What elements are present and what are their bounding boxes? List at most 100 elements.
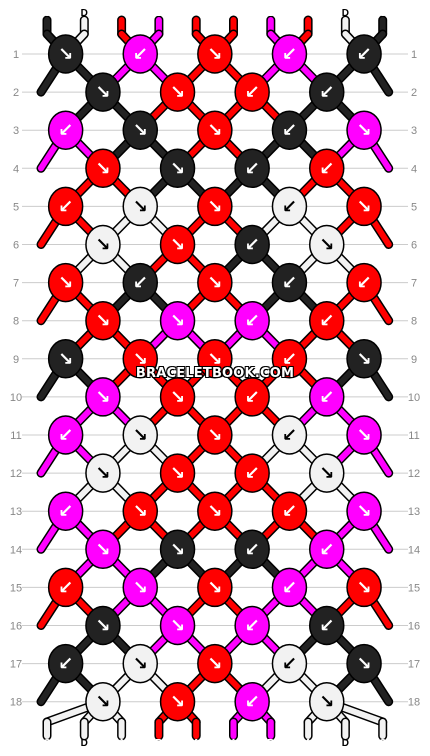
row-number-right: 2 [411,87,417,99]
knot-shape [85,224,121,265]
row-number-right: 17 [408,659,420,671]
knot: ↙ [234,605,270,646]
knot: ↘ [346,491,382,531]
knot: ↘ [122,110,158,150]
knot-direction-icon: ↘ [207,120,222,141]
knot: ↘ [197,186,233,227]
knot-direction-icon: ↘ [133,577,148,598]
knot: ↘ [159,377,196,417]
knot-direction-icon: ↙ [282,425,297,446]
knot-shape [47,34,84,74]
knot-direction-icon: ↙ [245,387,260,408]
knot-direction-icon: ↘ [207,577,222,598]
knot-shape [271,110,308,150]
knot-direction-icon: ↘ [95,235,110,256]
knot-shape [197,262,233,303]
knot-shape [309,529,345,570]
knot-direction-icon: ↙ [245,692,260,713]
knot-direction-icon: ↘ [95,82,110,103]
knot-direction-icon: ↘ [170,539,185,560]
knot-direction-icon: ↙ [319,387,334,408]
knot-shape [346,186,382,227]
knot-direction-icon: ↘ [319,463,334,484]
knot-shape [122,643,158,684]
strand-letter-top: C [43,8,50,19]
knot-shape [122,491,158,531]
knot: ↘ [85,72,121,112]
row-number-left: 9 [13,354,19,366]
knot-shape [309,300,345,341]
knot-shape [234,453,270,493]
row-number-right: 13 [408,506,420,518]
row-number-left: 12 [10,468,22,480]
knot: ↘ [47,34,84,74]
knot-shape [159,453,196,493]
knot-shape [271,339,308,379]
knot: ↙ [346,34,382,74]
knot: ↘ [122,339,158,379]
knot-direction-icon: ↘ [357,120,372,141]
knot-direction-icon: ↘ [207,273,222,294]
knot: ↙ [47,491,84,531]
strand-letter-top: A [230,8,237,19]
knot: ↙ [271,415,308,455]
knot-direction-icon: ↙ [58,120,73,141]
knot: ↙ [234,72,270,112]
knot: ↙ [234,681,270,722]
row-number-left: 11 [10,430,21,442]
strand-letter-top: A [193,8,200,19]
knot-shape [346,415,382,455]
row-number-right: 7 [411,278,417,290]
knot-shape [122,339,158,379]
knot-direction-icon: ↙ [319,539,334,560]
knot-shape [271,567,308,608]
row-number-left: 4 [13,163,19,175]
knot: ↘ [159,529,196,570]
knot-direction-icon: ↙ [357,44,372,65]
row-number-right: 14 [408,544,420,556]
knot: ↙ [271,567,308,608]
knot-direction-icon: ↘ [207,425,222,446]
knot: ↘ [346,186,382,227]
knot-shape [159,148,196,189]
knot-shape [85,377,121,417]
knot: ↙ [271,643,308,684]
knot-direction-icon: ↘ [133,654,148,675]
knot-shape [122,34,158,74]
knot-shape [197,186,233,227]
knot-direction-icon: ↘ [357,196,372,217]
knot-shape [47,186,84,227]
strand-letter-top: D [342,8,349,19]
knot-shape [85,605,121,646]
knot-shape [271,491,308,531]
knot-shape [197,491,233,531]
strand-letter-bottom: D [342,738,349,749]
row-number-left: 1 [13,49,19,61]
knot-shape [47,110,84,150]
knot: ↘ [346,415,382,455]
row-number-left: 18 [10,697,22,709]
knot: ↘ [159,72,196,112]
knot: ↘ [122,567,158,608]
knot: ↙ [309,377,345,417]
knot: ↙ [309,300,345,341]
row-number-right: 11 [408,430,419,442]
knot-direction-icon: ↘ [95,616,110,637]
knot-direction-icon: ↘ [357,654,372,675]
knot-shape [234,300,270,341]
knot: ↙ [234,453,270,493]
knot-direction-icon: ↙ [282,501,297,522]
knot-shape [346,339,382,379]
row-number-left: 14 [10,544,22,556]
knot-direction-icon: ↙ [245,158,260,179]
knot: ↙ [234,300,270,341]
knot-direction-icon: ↙ [58,577,73,598]
knot: ↘ [85,300,121,341]
knot-shape [47,491,84,531]
knot-direction-icon: ↘ [133,425,148,446]
knot-shape [271,262,308,303]
knot-shape [122,567,158,608]
knot: ↘ [159,300,196,341]
